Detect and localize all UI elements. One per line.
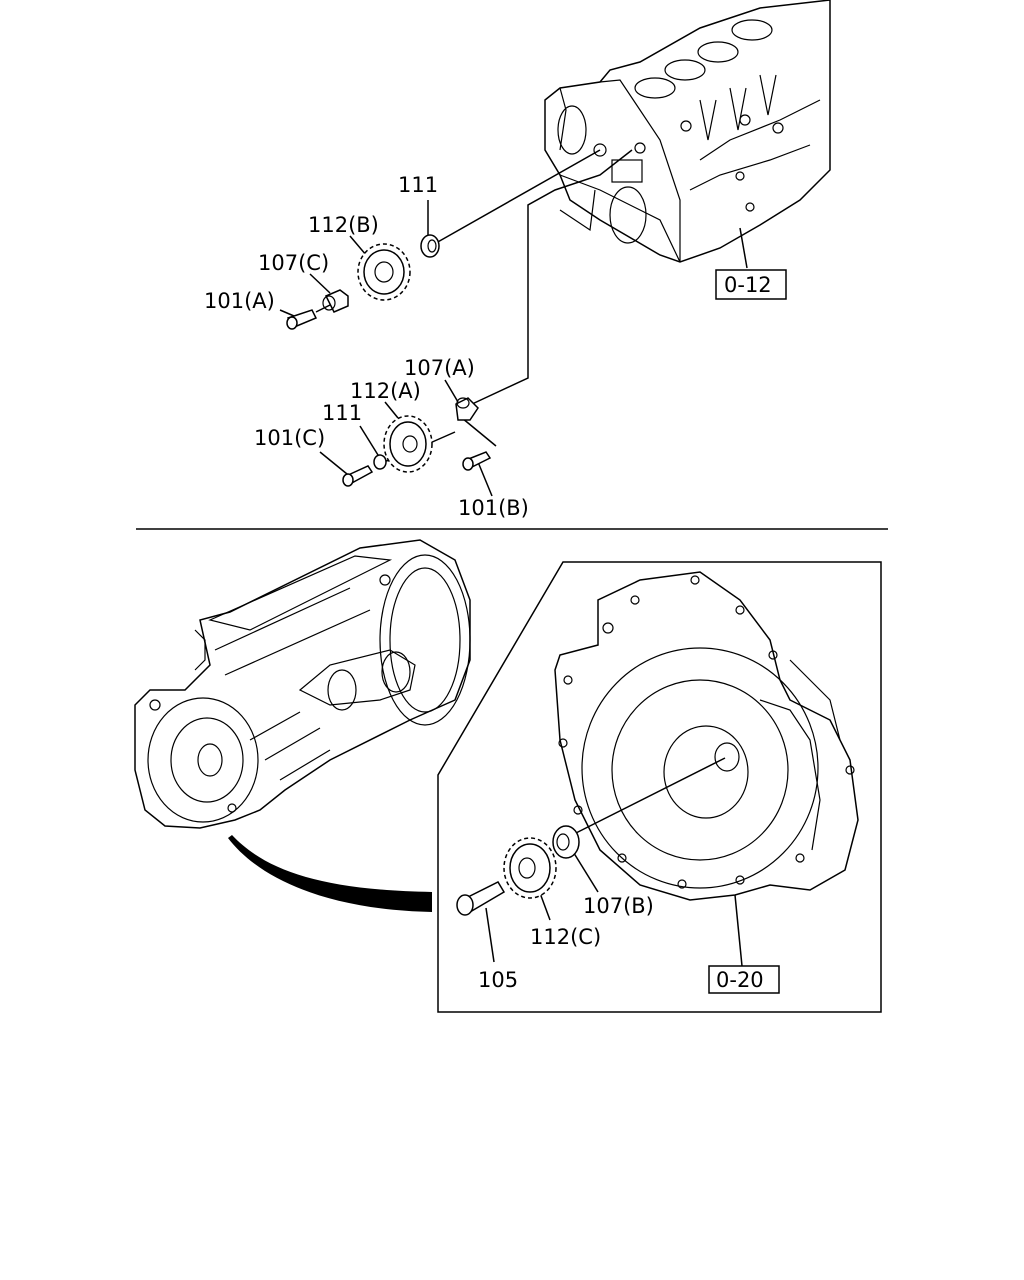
gear-112C	[503, 837, 557, 899]
ref-box-0-12[interactable]: 0-12	[715, 269, 787, 300]
bolt-105	[456, 881, 506, 916]
label-112B: 112(B)	[308, 213, 379, 237]
label-101A: 101(A)	[204, 289, 275, 313]
shaft-107C	[322, 289, 349, 313]
ref-label-0-12: 0-12	[724, 273, 772, 297]
washer-111-mid	[373, 454, 387, 470]
label-107B: 107(B)	[583, 894, 654, 918]
label-107A: 107(A)	[404, 356, 475, 380]
ref-label-0-20: 0-20	[716, 968, 764, 992]
label-101B: 101(B)	[458, 496, 529, 520]
callout-arrow	[228, 835, 432, 912]
shaft-107B	[552, 825, 580, 859]
label-112A: 112(A)	[350, 379, 421, 403]
label-112C: 112(C)	[530, 925, 601, 949]
flywheel-housing-drawing	[554, 571, 859, 901]
label-105: 105	[478, 968, 518, 992]
bolt-101C	[342, 465, 374, 487]
label-107C: 107(C)	[258, 251, 329, 275]
engine-overview-drawing	[134, 539, 471, 829]
bolt-101A	[286, 309, 318, 330]
shaft-107A	[455, 397, 479, 421]
gear-112B	[357, 243, 411, 301]
detail-panel-frame	[437, 561, 882, 1013]
upper-leader-lines	[279, 149, 748, 497]
bolt-101B	[462, 451, 492, 471]
cylinder-block-drawing	[544, 0, 831, 263]
label-101C: 101(C)	[254, 426, 325, 450]
ref-box-0-20[interactable]: 0-20	[708, 965, 780, 994]
bearing-111-top	[420, 234, 440, 258]
label-111-top: 111	[398, 173, 438, 197]
label-111-mid: 111	[322, 401, 362, 425]
gear-112A	[383, 415, 433, 473]
